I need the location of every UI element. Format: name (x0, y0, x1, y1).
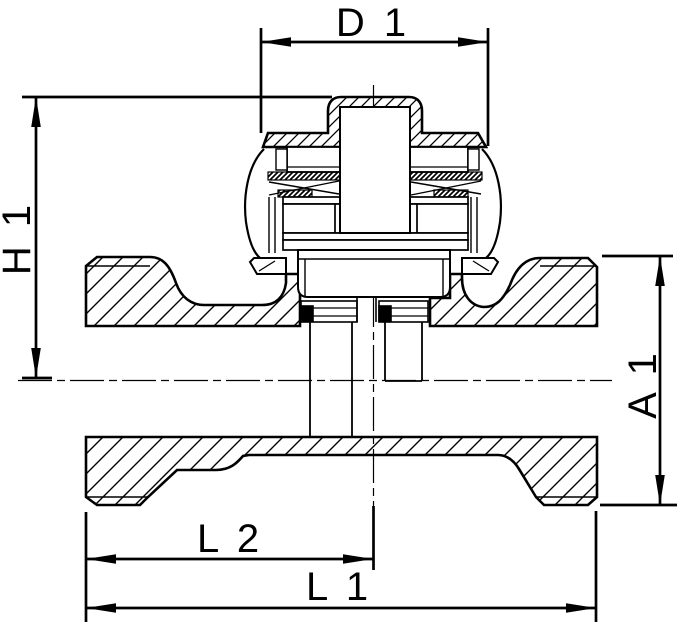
d1-arrow-right (458, 37, 488, 47)
bonnet-nut-left-arc (244, 148, 265, 259)
l2-arrow-left (86, 554, 116, 564)
d1-arrow-left (261, 37, 291, 47)
dimension-d1 (259, 28, 490, 146)
bonnet-assembly (244, 95, 502, 436)
label-h1: H 1 (0, 201, 39, 275)
h1-arrow-top (31, 97, 41, 127)
bonnet-nut-right-arc (481, 148, 502, 259)
dimension-l1 (86, 511, 598, 622)
dimension-l2 (84, 506, 375, 622)
label-d1: D 1 (336, 1, 410, 45)
l1-arrow-left (86, 603, 116, 613)
o-ring-seal-left (300, 305, 314, 322)
drop-tubes (309, 322, 423, 436)
dimension-labels: D 1 H 1 A 1 L 2 L 1 (0, 1, 665, 609)
valve-body (84, 255, 599, 507)
chamfer-detail-lines (86, 265, 597, 498)
body-lower-wall (84, 435, 599, 507)
body-upper-right-wall (428, 256, 599, 328)
label-l1: L 1 (306, 565, 372, 609)
a1-arrow-top (655, 256, 665, 286)
dimension-a1 (600, 254, 677, 507)
seal-glands (300, 297, 429, 323)
body-upper-left-wall (84, 255, 302, 328)
bonnet-boss-ears (248, 257, 500, 275)
a1-arrow-bottom (655, 475, 665, 505)
dimensions (22, 28, 677, 622)
l2-arrow-right (343, 554, 373, 564)
valve-stem (339, 106, 411, 234)
label-l2: L 2 (197, 517, 263, 561)
cartridge-plate (297, 249, 451, 298)
l1-arrow-right (566, 603, 596, 613)
label-a1: A 1 (621, 349, 665, 419)
o-ring-seal-right (378, 305, 392, 322)
cage-side-walls (268, 197, 478, 253)
wave-spring-lines (268, 180, 482, 196)
dimension-h1 (22, 95, 332, 380)
h1-arrow-bottom (31, 348, 41, 378)
